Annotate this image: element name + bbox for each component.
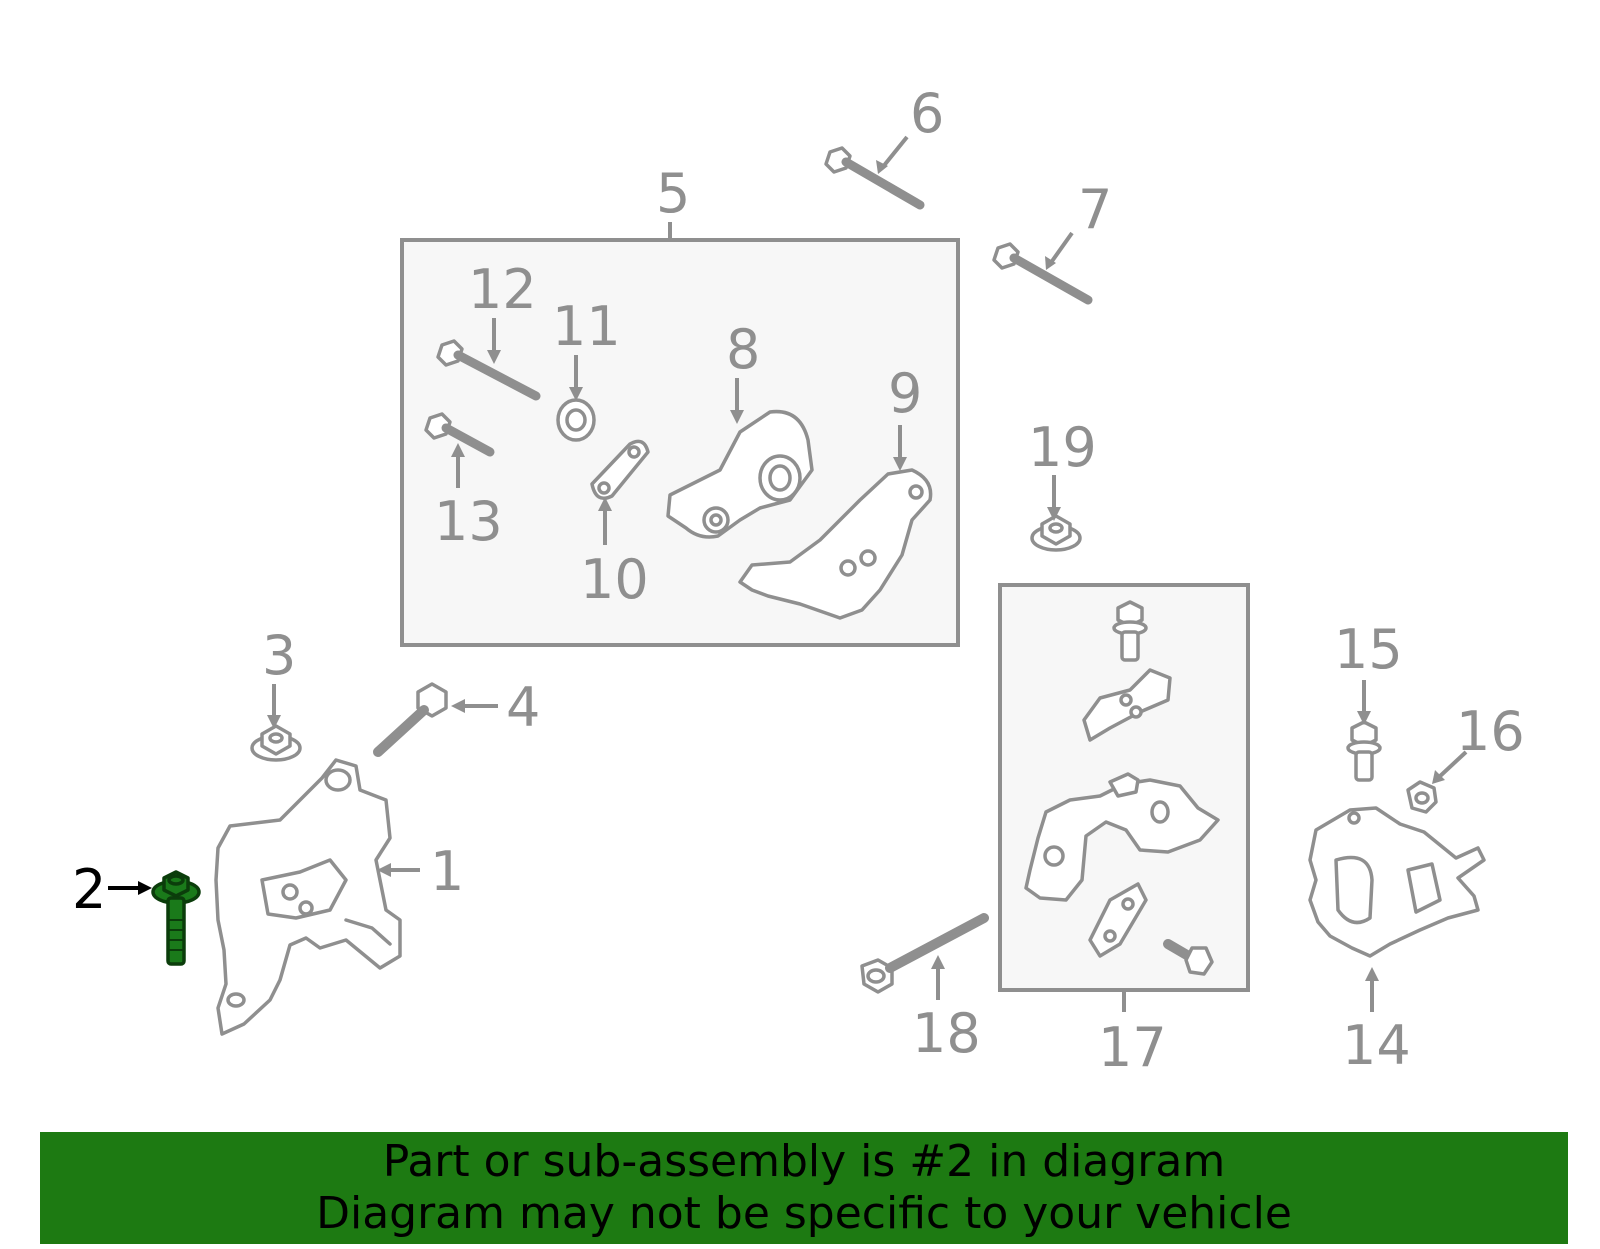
part-18-long-bolt[interactable] <box>860 913 989 994</box>
callout-14: 14 <box>1342 1014 1411 1077</box>
leader-15 <box>1357 680 1371 725</box>
callout-19: 19 <box>1028 416 1097 479</box>
callout-9: 9 <box>888 362 922 425</box>
leader-13 <box>451 443 465 488</box>
leader-19 <box>1047 475 1061 521</box>
part-6-bolt[interactable] <box>824 146 925 210</box>
callout-3: 3 <box>262 624 296 687</box>
part-4-bolt[interactable] <box>373 682 448 757</box>
part-16-nut[interactable] <box>1406 780 1438 814</box>
banner-line-2: Diagram may not be specific to your vehi… <box>316 1188 1292 1239</box>
part-17-lower-bracket[interactable] <box>1024 772 1220 902</box>
part-13-bolt[interactable] <box>424 412 495 457</box>
part-17-small-bolt-bottom[interactable] <box>1163 939 1214 976</box>
banner-line-1: Part or sub-assembly is #2 in diagram <box>382 1136 1226 1187</box>
callout-12: 12 <box>468 258 537 321</box>
callout-5: 5 <box>656 162 690 225</box>
part-11-bushing[interactable] <box>556 398 596 442</box>
leader-6 <box>876 135 909 174</box>
part-15-bolt[interactable] <box>1346 720 1382 782</box>
callout-15: 15 <box>1334 618 1403 681</box>
leader-11 <box>569 355 583 401</box>
part-12-bolt[interactable] <box>436 339 541 401</box>
leader-3 <box>267 684 281 729</box>
leader-2 <box>108 881 152 895</box>
callout-16: 16 <box>1456 700 1525 763</box>
callout-7: 7 <box>1078 178 1112 241</box>
leader-14 <box>1365 967 1379 1012</box>
part-9-bracket[interactable] <box>738 468 933 620</box>
callout-1: 1 <box>430 840 464 903</box>
part-2-bolt-highlighted[interactable] <box>151 870 201 966</box>
callout-17: 17 <box>1098 1016 1167 1079</box>
part-17-upper-bracket[interactable] <box>1082 668 1172 742</box>
leader-7 <box>1045 231 1074 270</box>
part-14-transmission-mount[interactable] <box>1308 806 1486 958</box>
callout-4: 4 <box>506 676 540 739</box>
part-10-link-plate[interactable] <box>590 439 650 500</box>
info-banner: Part or sub-assembly is #2 in diagram Di… <box>40 1132 1568 1244</box>
callout-18: 18 <box>912 1002 981 1065</box>
leader-12 <box>487 318 501 364</box>
leader-1 <box>377 863 420 877</box>
leader-16 <box>1432 750 1468 784</box>
part-3-flange-nut[interactable] <box>250 724 302 762</box>
part-1-engine-mount[interactable] <box>214 758 402 1036</box>
callout-8: 8 <box>726 318 760 381</box>
leader-18 <box>931 955 945 1000</box>
part-8-torque-rod[interactable] <box>666 409 814 539</box>
part-17-plate[interactable] <box>1088 882 1148 958</box>
part-17-small-bolt-top[interactable] <box>1112 600 1148 662</box>
part-19-flange-nut[interactable] <box>1030 514 1082 552</box>
callout-11: 11 <box>552 295 621 358</box>
leader-10 <box>598 497 612 545</box>
part-7-bolt[interactable] <box>992 242 1093 305</box>
leader-8 <box>730 378 744 424</box>
leader-4 <box>451 699 498 713</box>
callout-10: 10 <box>580 548 649 611</box>
callout-6: 6 <box>910 82 944 145</box>
leader-9 <box>893 425 907 471</box>
callout-2: 2 <box>72 858 106 921</box>
callout-13: 13 <box>434 490 503 553</box>
